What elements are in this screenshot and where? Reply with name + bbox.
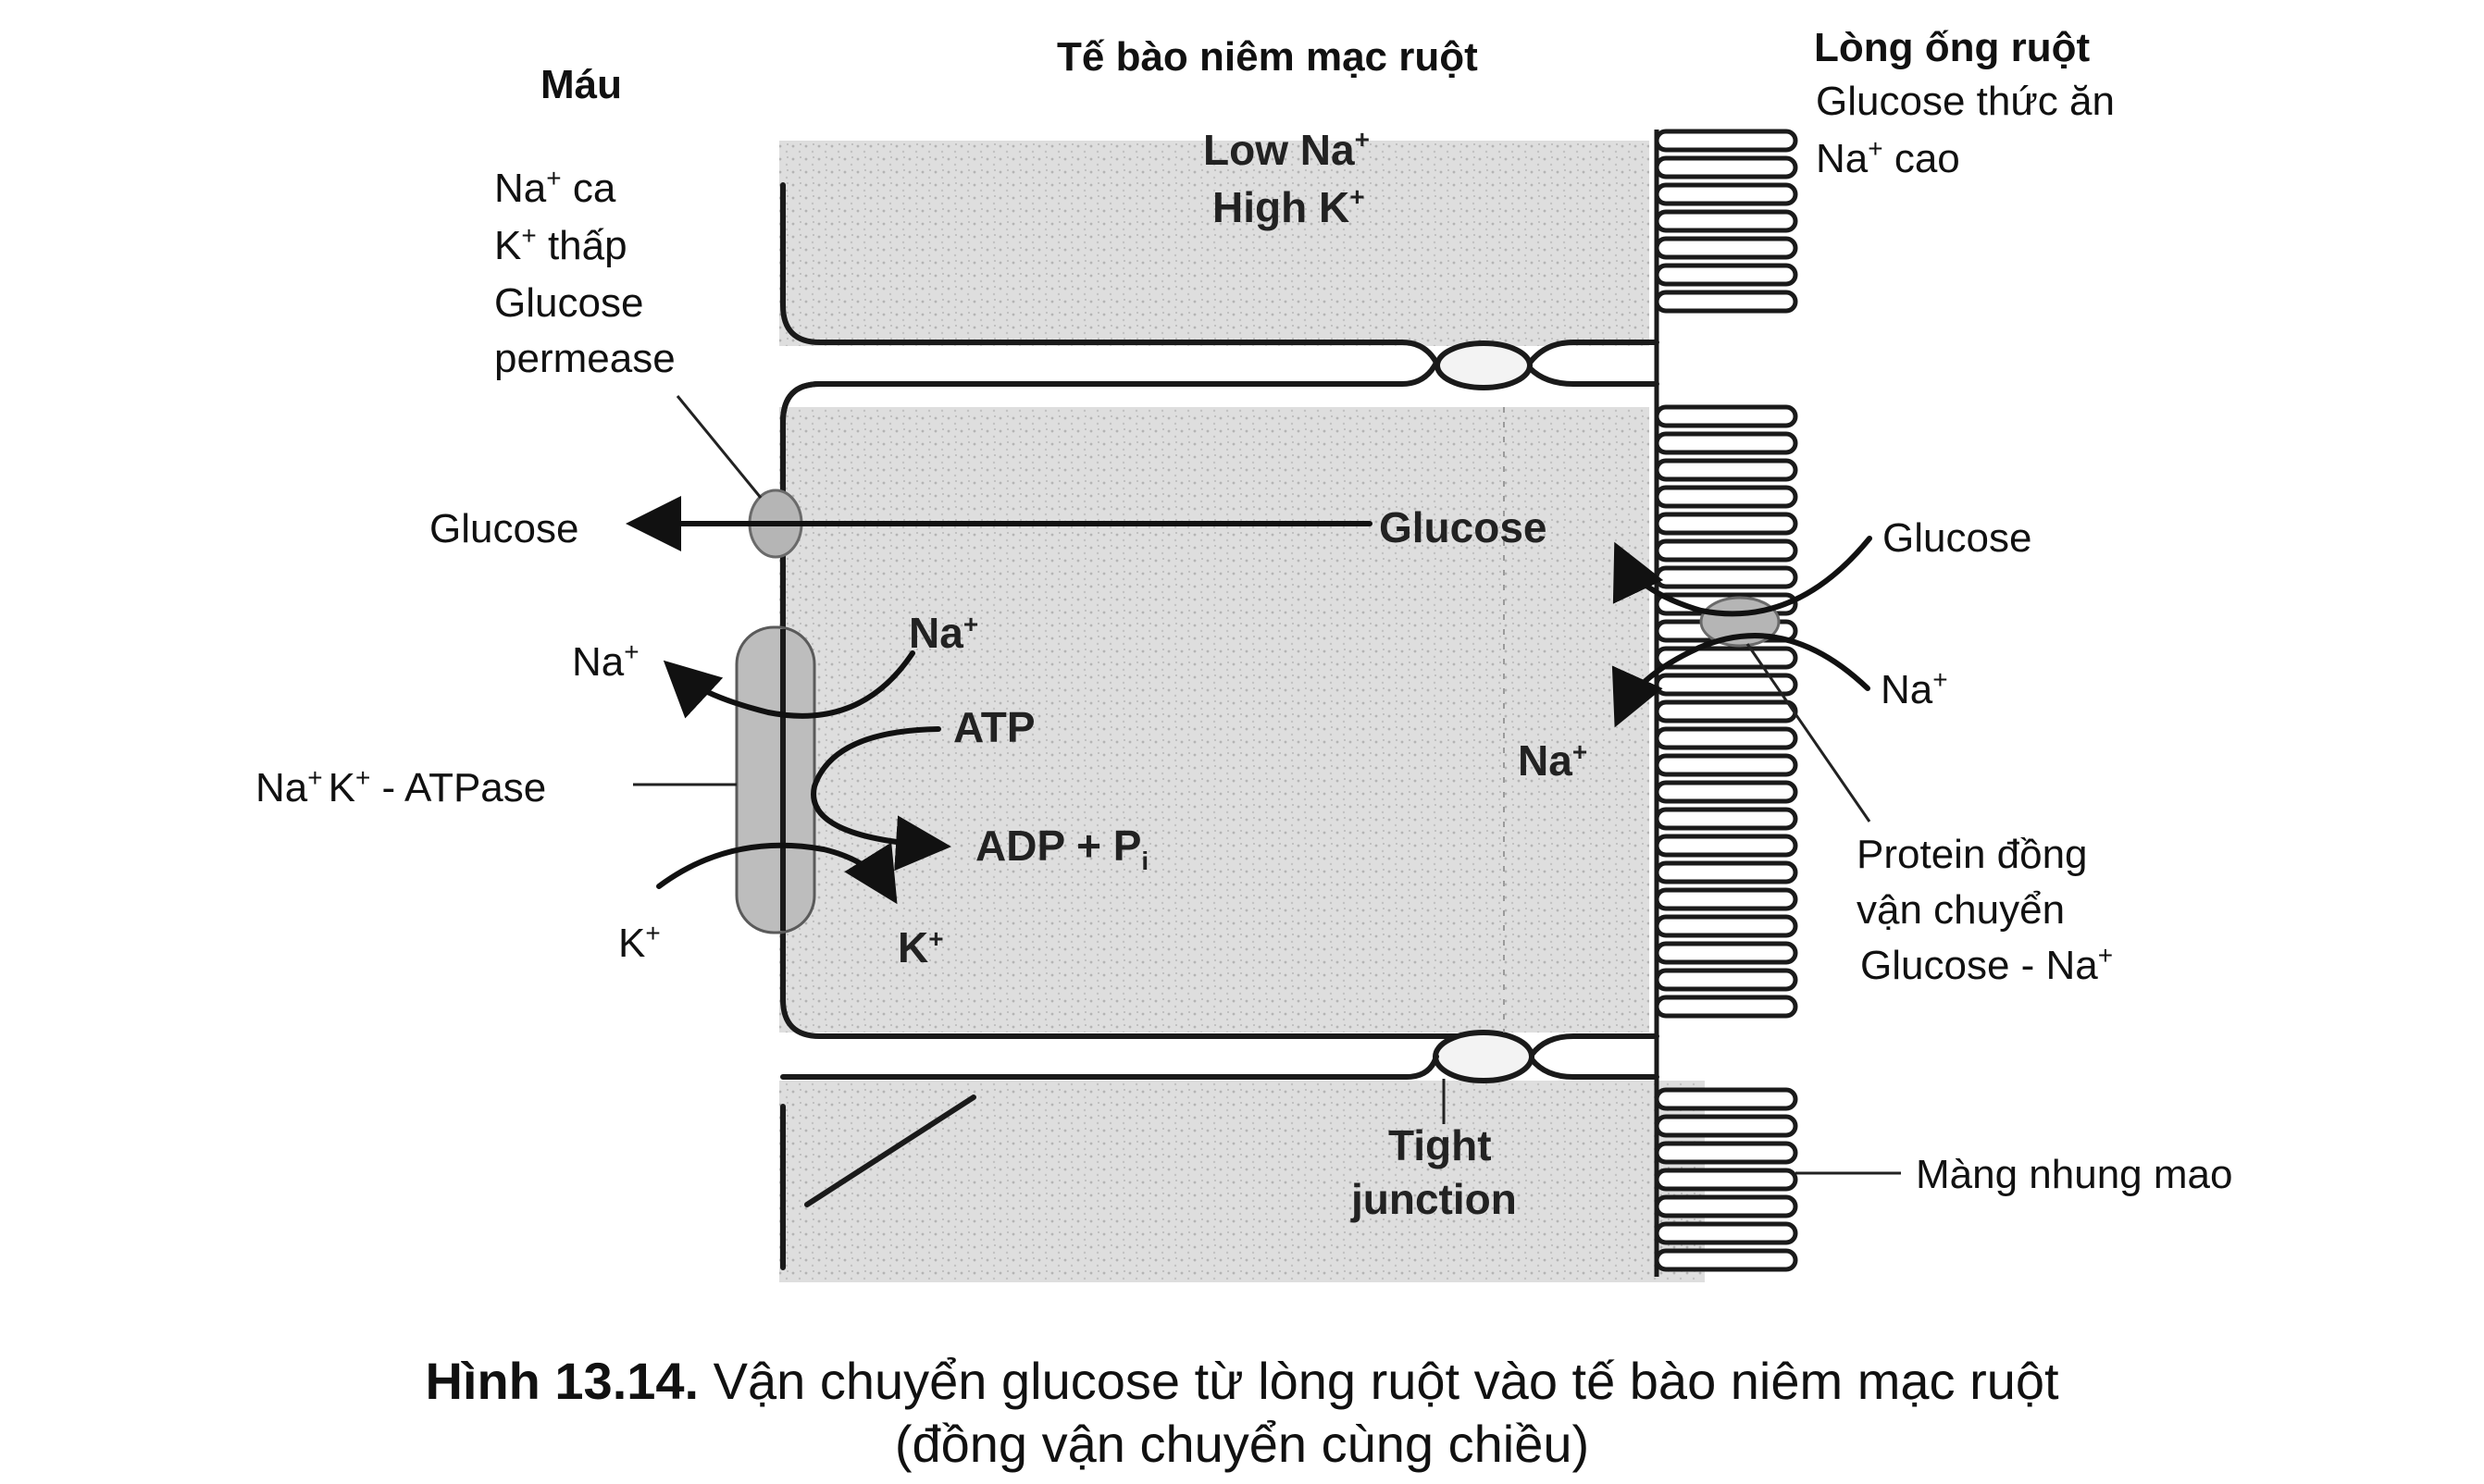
figure-caption-line1: Hình 13.14. Vận chuyển glucose từ lòng r… [425,1352,2059,1410]
microvillus [1654,485,1798,509]
k-cell-label: K+ [898,923,944,971]
cotransporter-pointer [1745,643,1871,822]
figure-caption-line2: (đồng vận chuyển cùng chiều) [895,1415,1589,1473]
microvillus [1654,1114,1798,1138]
microvillus [1654,887,1798,911]
blood-k-note: K+ thấp [494,221,627,268]
lower-junction-left [780,1054,1439,1080]
na-cell-label: Na+ [1518,736,1587,785]
na-k-atpase-pump [735,625,816,934]
microvillus [1654,1248,1798,1272]
glucose-entry-arrow [1612,536,1872,617]
microvillus [1654,209,1798,233]
atp-hydrolysis-arrow [811,726,951,872]
microvillus [1654,914,1798,938]
glucose-lumen-label: Glucose [1882,515,2031,561]
na-lumen-label: Na+ [1881,665,1948,712]
tight-junction-label-1: Tight [1388,1121,1492,1169]
lower-cell-corner [780,1094,976,1270]
low-na-label: Low Na+ [1203,125,1370,174]
microvillus [1654,538,1798,563]
microvillus [1654,182,1798,206]
microvillus [1654,699,1798,723]
adp-label: ADP + Pi [975,822,1149,875]
microvillus [1654,236,1798,260]
high-k-label: High K+ [1212,182,1365,231]
permease-pointer [676,395,763,499]
microvillus [1654,290,1798,314]
tight-junction-top [1435,340,1533,390]
microvillus [1654,1194,1798,1218]
atp-label: ATP [953,703,1036,751]
na-k-atpase-label: Na+K+ - ATPase [255,763,546,810]
microvillus [1654,1087,1798,1111]
microvillus [1654,512,1798,536]
microvillus [1654,1221,1798,1245]
microvillus [1654,968,1798,992]
permease-label-line2: permease [494,336,676,381]
microvillus [1654,458,1798,482]
tight-junction-label-2: junction [1350,1175,1517,1223]
lower-cell [779,1081,1705,1282]
na-entry-arrow [1611,633,1870,728]
lumen-glucose-note: Glucose thức ăn [1816,79,2115,124]
glucose-cell-label: Glucose [1379,503,1547,551]
na-pump-label: Na+ [909,609,978,657]
microvillus [1654,263,1798,287]
blood-na-note: Na+ ca [494,164,616,211]
cotransporter-label-3: Glucose - Na+ [1860,941,2113,988]
microvilli-label: Màng nhung mao [1916,1152,2232,1197]
cotransporter-label-1: Protein đồng [1857,832,2088,877]
microvillus [1654,1141,1798,1165]
microvillus [1654,1168,1798,1192]
tight-junction-bottom [1433,1030,1534,1083]
microvillus [1654,780,1798,804]
microvilli-brush-border [1654,129,1798,1277]
microvillus [1654,155,1798,179]
microvillus [1654,129,1798,153]
microvillus [1654,726,1798,750]
lower-junction-right-top [1529,1033,1659,1057]
glucose-blood-label: Glucose [429,506,578,551]
lumen-na-note: Na+ cao [1816,134,1960,181]
microvillus [1654,834,1798,858]
microvillus [1654,860,1798,884]
microvillus [1654,995,1798,1019]
permease-label-line1: Glucose [494,280,643,326]
lower-junction-right-bottom [1529,1057,1659,1080]
microvillus [1654,941,1798,965]
upper-junction-right-lower [1527,365,1659,387]
microvillus [1654,807,1798,831]
cell-title: Tế bào niêm mạc ruột [1057,34,1478,80]
upper-junction-right [1527,340,1659,365]
na-blood-label: Na+ [572,637,640,685]
cotransporter-label-2: vận chuyển [1857,887,2065,933]
upper-cell [779,141,1649,346]
microvillus [1654,431,1798,455]
k-blood-label: K+ [618,919,661,966]
na-exit-arrow [663,650,915,719]
main-cell-membrane [780,381,1465,1039]
microvillus [1654,565,1798,589]
lumen-title: Lòng ống ruột [1814,25,2090,70]
microvillus [1654,404,1798,428]
microvillus [1654,753,1798,777]
blood-title: Máu [540,62,622,107]
k-entry-arrow [656,842,898,905]
